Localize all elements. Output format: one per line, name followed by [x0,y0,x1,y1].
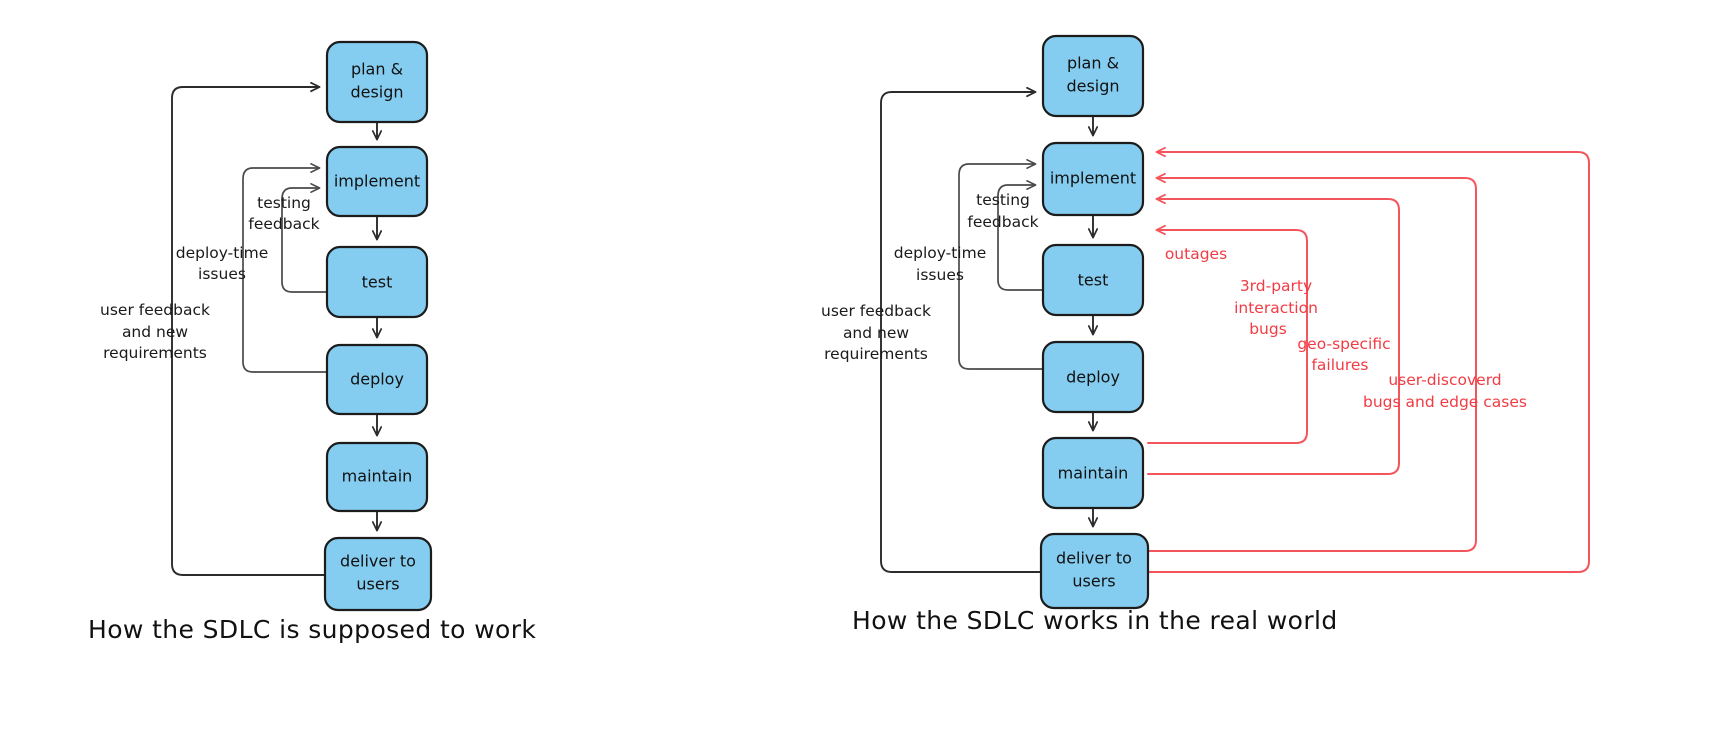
ideal-feedback-edges [171,81,328,576]
edge-label-line-2: and new [122,323,188,341]
node-label-line-1: deliver to [340,552,416,571]
edge-label-line-2: failures [1311,356,1368,374]
real-node-maintain[interactable]: maintain [1041,436,1145,510]
real-edge-label-geo-specific-failures: geo-specific failures [1297,335,1390,374]
edge-label-line-1: deploy-time [176,244,269,262]
node-label: maintain [1058,464,1129,483]
edge-label-line-2: issues [916,266,964,284]
edge-label-line-3: bugs [1249,320,1287,338]
caption-real-world: How the SDLC works in the real world [852,606,1338,635]
caption-ideal: How the SDLC is supposed to work [88,615,536,644]
edge-label-line-1: user feedback [821,302,931,320]
node-label: test [1078,271,1109,290]
ideal-node-plan-design[interactable]: plan & design [325,40,429,124]
real-edge-label-third-party-bugs: 3rd-party interaction bugs [1234,277,1318,338]
real-edge-label-testing-feedback: testing feedback [967,191,1038,231]
ideal-edge-label-user-feedback: user feedback and new requirements [100,301,210,362]
node-box[interactable] [1041,436,1145,510]
edge-user-feedback-line [171,81,328,576]
panel-real-world: plan & design implement test deploy main… [821,34,1590,635]
ideal-node-implement[interactable]: implement [325,145,429,218]
real-edge-label-deploy-time-issues: deploy-time issues [894,244,987,284]
edge-label-line-1: geo-specific [1297,335,1390,353]
real-edge-label-user-discovered-bugs: user-discoverd bugs and edge cases [1363,371,1527,411]
real-node-implement[interactable]: implement [1041,141,1145,217]
edge-label-line-2: bugs and edge cases [1363,393,1527,411]
node-label-line-1: plan & [1067,54,1119,73]
node-label-line-2: design [350,83,403,102]
real-node-deploy[interactable]: deploy [1041,340,1145,414]
node-label: test [362,273,393,292]
edge-label-line-2: issues [198,265,246,283]
edge-user-feedback-line [880,86,1044,573]
edge-label-line-2: and new [843,324,909,342]
node-label: implement [334,172,420,191]
edge-label-line-2: feedback [248,215,319,233]
ideal-edge-label-testing-feedback: testing feedback [248,194,319,233]
node-label: deploy [1066,368,1120,387]
edge-geo-specific-failures-line [1147,172,1477,552]
edge-label-line-1: user-discoverd [1388,371,1501,389]
node-box[interactable] [325,441,429,513]
node-label-line-1: deliver to [1056,549,1132,568]
ideal-node-deliver-to-users[interactable]: deliver to users [323,536,433,612]
real-edge-label-user-feedback: user feedback and new requirements [821,302,931,363]
edge-outages-line [1147,224,1308,444]
node-box[interactable] [325,145,429,218]
node-label-line-2: users [1072,572,1115,591]
edge-deploy-time-issues-line [242,163,328,373]
edge-label-line-1: testing [257,194,311,212]
node-label-line-2: design [1066,77,1119,96]
edge-testing-feedback-line [997,180,1044,291]
node-label-line-2: users [356,575,399,594]
edge-label-line-1: 3rd-party [1240,277,1312,295]
real-node-deliver-to-users[interactable]: deliver to users [1039,532,1150,610]
node-box[interactable] [325,245,429,319]
edge-third-party-bugs-line [1147,193,1400,475]
ideal-node-test[interactable]: test [325,245,429,319]
node-label-line-1: plan & [351,60,403,79]
real-edge-label-outages: outages [1165,245,1227,263]
node-box[interactable] [1041,141,1145,217]
edge-label-line-1: deploy-time [894,244,987,262]
edge-label-line-3: requirements [824,345,928,363]
node-label: deploy [350,370,404,389]
real-feedback-edges [880,86,1044,573]
ideal-node-deploy[interactable]: deploy [325,343,429,416]
real-failure-edges [1147,146,1590,573]
node-box[interactable] [1039,532,1150,610]
node-box[interactable] [1041,340,1145,414]
real-node-plan-design[interactable]: plan & design [1041,34,1145,118]
edge-label: outages [1165,245,1227,263]
node-box[interactable] [1041,34,1145,118]
real-node-test[interactable]: test [1041,243,1145,317]
edge-testing-feedback-line [281,183,328,293]
node-box[interactable] [325,40,429,124]
node-box[interactable] [323,536,433,612]
edge-user-discovered-bugs-line [1147,146,1590,573]
node-box[interactable] [325,343,429,416]
edge-label-line-2: interaction [1234,299,1318,317]
node-label: implement [1050,169,1136,188]
node-label: maintain [342,467,413,486]
edge-label-line-2: feedback [967,213,1038,231]
edge-label-line-3: requirements [103,344,207,362]
node-box[interactable] [1041,243,1145,317]
ideal-node-maintain[interactable]: maintain [325,441,429,513]
ideal-edge-label-deploy-time-issues: deploy-time issues [176,244,269,283]
edge-label-line-1: testing [976,191,1030,209]
edge-label-line-1: user feedback [100,301,210,319]
edge-deploy-time-issues-line [958,159,1044,370]
panel-ideal: plan & design implement test deploy main… [88,40,536,644]
